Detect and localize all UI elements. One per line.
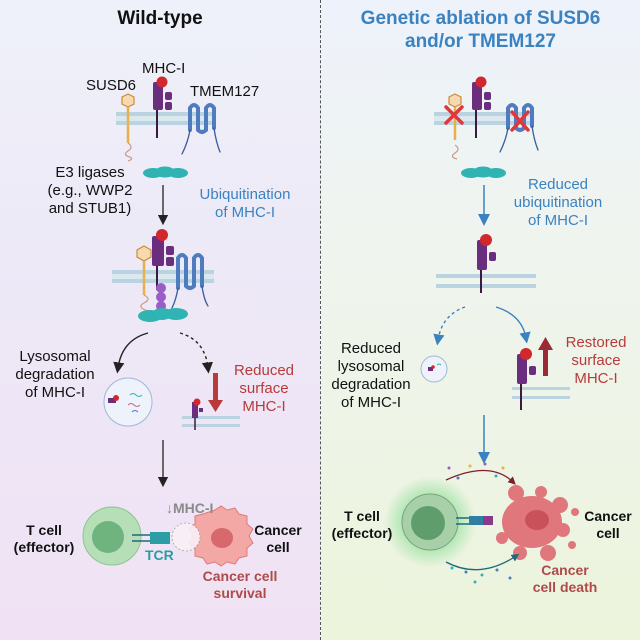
label-tmem127: TMEM127 <box>190 83 260 100</box>
membrane-top-right <box>434 112 534 125</box>
rlyso-line-1: Reduced <box>340 340 402 357</box>
panel-divider <box>320 0 321 640</box>
surface-mhc-right <box>512 348 570 410</box>
tmem127-protein <box>181 103 221 155</box>
mhc-i-protein <box>153 76 172 138</box>
e3-line-1: E3 ligases <box>55 164 125 181</box>
susd6-ablated <box>448 93 462 160</box>
label-tcr: TCR <box>145 547 174 563</box>
arrow-to-surface <box>495 306 531 344</box>
down-arrow-red-icon <box>208 373 223 412</box>
lysosome-right <box>420 355 448 383</box>
up-arrow-red-icon <box>538 337 553 376</box>
label-down-mhc: ↓MHC-I <box>166 500 214 516</box>
e3-ligase-complex <box>138 308 188 322</box>
death-line-2: cell death <box>532 579 598 595</box>
mhc-i-right-top <box>472 76 491 138</box>
restored-line-1: Restored <box>565 334 627 351</box>
rcancer-line-1: Cancer <box>584 508 632 524</box>
t-cell-left <box>82 506 142 566</box>
rubiq-line-3: of MHC-I <box>528 212 588 229</box>
death-line-1: Cancer <box>541 562 589 578</box>
title-line-2: and/or TMEM127 <box>405 31 556 52</box>
e3-ligase-top-right <box>461 166 506 178</box>
label-mhc-i: MHC-I <box>142 60 186 77</box>
x-mark-tmem127-icon <box>510 110 530 132</box>
cancer-cell-dying <box>496 485 579 561</box>
restored-line-2: surface <box>571 352 621 369</box>
lysosome-left <box>103 377 153 427</box>
reduced-line-1: Reduced <box>233 362 295 379</box>
x-mark-susd6-icon <box>444 105 464 125</box>
ubiq-line-1: Ubiquitination <box>199 186 291 203</box>
e3-line-3: and STUB1) <box>48 200 132 217</box>
surface-mhc-left <box>182 398 240 430</box>
rcancer-line-2: cell <box>596 525 620 541</box>
reduced-line-2: surface <box>239 380 289 397</box>
tmem127-ablated <box>499 103 539 153</box>
ubiquitin-chain <box>156 283 166 311</box>
rtcell-line-2: (effector) <box>331 525 393 541</box>
e3-line-2: (e.g., WWP2 <box>47 182 133 199</box>
restored-line-3: MHC-I <box>574 370 618 387</box>
susd6-protein <box>121 93 135 162</box>
reduced-line-3: MHC-I <box>242 398 286 415</box>
membrane-top-left <box>116 112 216 125</box>
mhc-i-right-mid <box>436 234 536 293</box>
arrow-to-lysosome <box>113 332 149 374</box>
t-cell-right <box>384 476 476 568</box>
cancer-line-1: Cancer <box>254 522 302 538</box>
survival-line-1: Cancer cell <box>202 568 278 584</box>
lyso-line-2: degradation <box>15 366 95 383</box>
cancer-cell-left <box>171 505 254 567</box>
ubiq-line-2: of MHC-I <box>215 204 275 221</box>
susd6-complex <box>136 245 152 312</box>
left-panel-title: Wild-type <box>117 8 203 29</box>
rtcell-line-1: T cell <box>344 508 380 524</box>
rubiq-line-2: ubiquitination <box>513 194 603 211</box>
cancer-line-2: cell <box>266 539 290 555</box>
label-susd6: SUSD6 <box>86 77 137 94</box>
arrow-cytotoxic-top <box>445 469 516 485</box>
cytokine-dots <box>447 462 512 584</box>
lyso-line-3: of MHC-I <box>25 384 85 401</box>
rlyso-line-2: lysosomal <box>337 358 405 375</box>
arrow-to-lysosome-dashed <box>433 306 466 346</box>
tcr-engaged <box>456 516 493 525</box>
rlyso-line-4: of MHC-I <box>341 394 401 411</box>
tcr-receptor <box>132 532 170 544</box>
rlyso-line-3: degradation <box>331 376 411 393</box>
rubiq-line-1: Reduced <box>527 176 589 193</box>
e3-ligase-top-left <box>143 166 188 178</box>
lyso-line-1: Lysosomal <box>19 348 91 365</box>
title-line-1: Genetic ablation of SUSD6 <box>360 8 601 29</box>
membrane-mid-left <box>112 270 214 283</box>
tmem127-complex <box>171 253 209 309</box>
tcell-line-2: (effector) <box>13 539 75 555</box>
arrow-cytotoxic-bottom <box>445 553 520 571</box>
survival-line-2: survival <box>213 585 267 601</box>
arrow-to-surface-dashed <box>179 332 213 374</box>
tcell-line-1: T cell <box>26 522 62 538</box>
